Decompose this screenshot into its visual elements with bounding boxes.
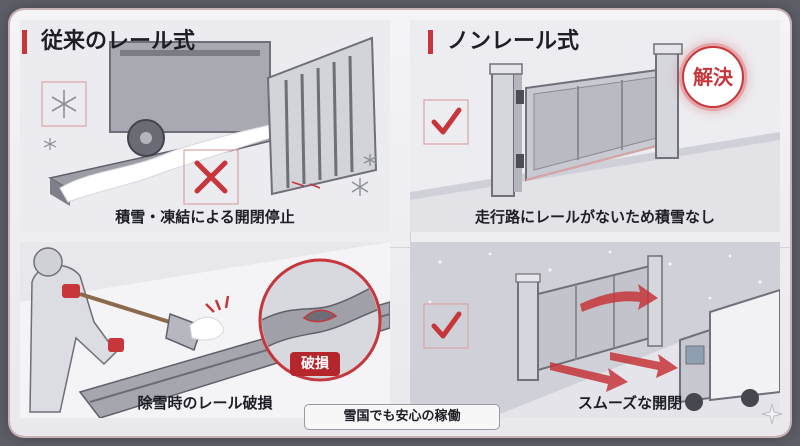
right-section-title: ノンレール式 bbox=[428, 30, 579, 54]
snowflake-icon bbox=[41, 81, 87, 127]
rail-gate-snow-illustration bbox=[20, 20, 390, 232]
solution-badge: 解決 bbox=[682, 46, 744, 108]
snowflake-icon bbox=[43, 138, 57, 150]
damage-label: 破損 bbox=[290, 352, 340, 376]
snow-freeze-caption: 積雪・凍結による開閉停止 bbox=[115, 208, 295, 226]
sparkle-icon bbox=[761, 403, 783, 425]
smooth-opening-caption: スムーズな開閉 bbox=[577, 394, 683, 412]
check-mark-icon bbox=[423, 99, 469, 145]
reliable-operation-banner: 雪国でも安心の稼働 bbox=[304, 404, 500, 430]
no-rail-caption: 走行路にレールがないため積雪なし bbox=[474, 208, 715, 226]
left-section-title: 従来のレール式 bbox=[22, 30, 195, 54]
smooth-opening-illustration bbox=[410, 242, 780, 418]
rail-damage-caption: 除雪時のレール破損 bbox=[137, 394, 273, 412]
snowflake-icon bbox=[351, 154, 377, 196]
x-mark-icon bbox=[183, 149, 239, 205]
check-mark-icon bbox=[423, 303, 469, 349]
